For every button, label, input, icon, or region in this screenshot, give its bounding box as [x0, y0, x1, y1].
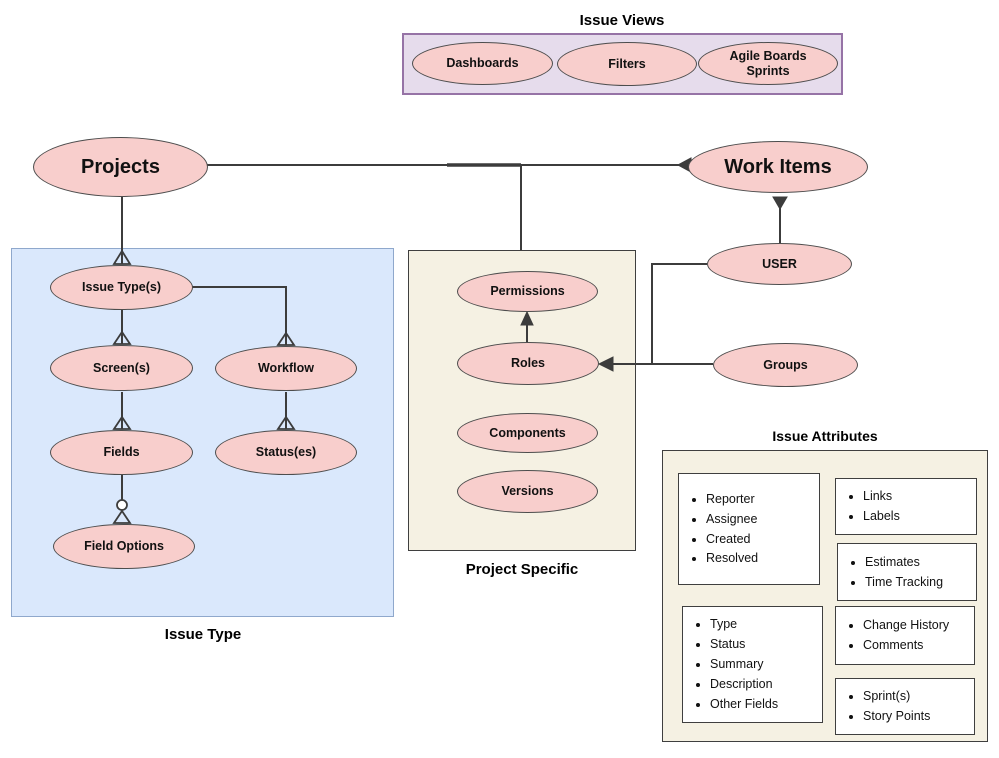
attr-item: Story Points [863, 708, 930, 725]
node-roles: Roles [457, 342, 599, 385]
project-specific-title: Project Specific [465, 561, 579, 578]
attr-item: Resolved [706, 550, 758, 567]
node-permissions: Permissions [457, 271, 598, 312]
node-components: Components [457, 413, 598, 453]
node-filters-label: Filters [608, 56, 646, 71]
attr-item: Comments [863, 637, 949, 654]
node-sprints-label: Sprints [746, 63, 790, 78]
attr-item: Time Tracking [865, 574, 943, 591]
attr-box-sprints-points: Sprint(s) Story Points [835, 678, 975, 735]
attr-item: Labels [863, 508, 900, 525]
attr-box-core-fields: Type Status Summary Description Other Fi… [682, 606, 823, 723]
attr-item: Type [710, 616, 778, 633]
node-agile-boards-sprints: Agile Boards Sprints [698, 42, 838, 85]
node-projects: Projects [33, 137, 208, 197]
node-filters: Filters [557, 42, 697, 86]
issue-views-title: Issue Views [579, 12, 665, 29]
node-screens-label: Screen(s) [93, 360, 150, 375]
node-field-options-label: Field Options [84, 539, 164, 554]
node-statuses: Status(es) [215, 430, 357, 475]
node-work-items-label: Work Items [724, 155, 832, 178]
attr-item: Created [706, 531, 758, 548]
node-versions: Versions [457, 470, 598, 513]
node-components-label: Components [489, 425, 566, 440]
attr-item: Reporter [706, 491, 758, 508]
attr-list-sprints-points: Sprint(s) Story Points [836, 685, 934, 728]
node-user: USER [707, 243, 852, 285]
attr-item: Other Fields [710, 696, 778, 713]
node-work-items: Work Items [688, 141, 868, 193]
node-field-options: Field Options [53, 524, 195, 569]
node-dashboards: Dashboards [412, 42, 553, 85]
node-screens: Screen(s) [50, 345, 193, 391]
attr-list-core-fields: Type Status Summary Description Other Fi… [683, 613, 782, 715]
node-groups-label: Groups [763, 357, 808, 372]
attr-list-links-labels: Links Labels [836, 485, 904, 528]
attr-item: Status [710, 636, 778, 653]
attr-box-people-dates: Reporter Assignee Created Resolved [678, 473, 820, 585]
node-agile-boards-label: Agile Boards [729, 49, 807, 64]
node-fields: Fields [50, 430, 193, 475]
attr-item: Links [863, 488, 900, 505]
node-workflow: Workflow [215, 346, 357, 391]
attr-item: Description [710, 676, 778, 693]
attr-list-estimates: Estimates Time Tracking [838, 551, 947, 594]
issue-type-title: Issue Type [164, 626, 242, 643]
node-user-label: USER [762, 256, 797, 271]
node-projects-label: Projects [81, 155, 160, 178]
node-permissions-label: Permissions [490, 284, 565, 299]
attr-item: Estimates [865, 554, 943, 571]
node-dashboards-label: Dashboards [446, 56, 519, 71]
attr-item: Summary [710, 656, 778, 673]
node-versions-label: Versions [501, 484, 554, 499]
node-roles-label: Roles [510, 356, 546, 371]
node-issue-types: Issue Type(s) [50, 265, 193, 310]
node-issue-types-label: Issue Type(s) [82, 280, 161, 295]
attr-box-history-comments: Change History Comments [835, 606, 975, 665]
attr-list-history-comments: Change History Comments [836, 614, 953, 657]
node-statuses-label: Status(es) [255, 445, 317, 460]
node-fields-label: Fields [103, 445, 140, 460]
attr-list-people-dates: Reporter Assignee Created Resolved [679, 488, 762, 571]
node-groups: Groups [713, 343, 858, 387]
issue-attributes-title: Issue Attributes [772, 428, 878, 444]
issue-type-group-box [11, 248, 394, 617]
attr-item: Sprint(s) [863, 688, 930, 705]
attr-box-links-labels: Links Labels [835, 478, 977, 535]
attr-box-estimates: Estimates Time Tracking [837, 543, 977, 601]
node-workflow-label: Workflow [257, 361, 315, 376]
attr-item: Assignee [706, 511, 758, 528]
attr-item: Change History [863, 617, 949, 634]
